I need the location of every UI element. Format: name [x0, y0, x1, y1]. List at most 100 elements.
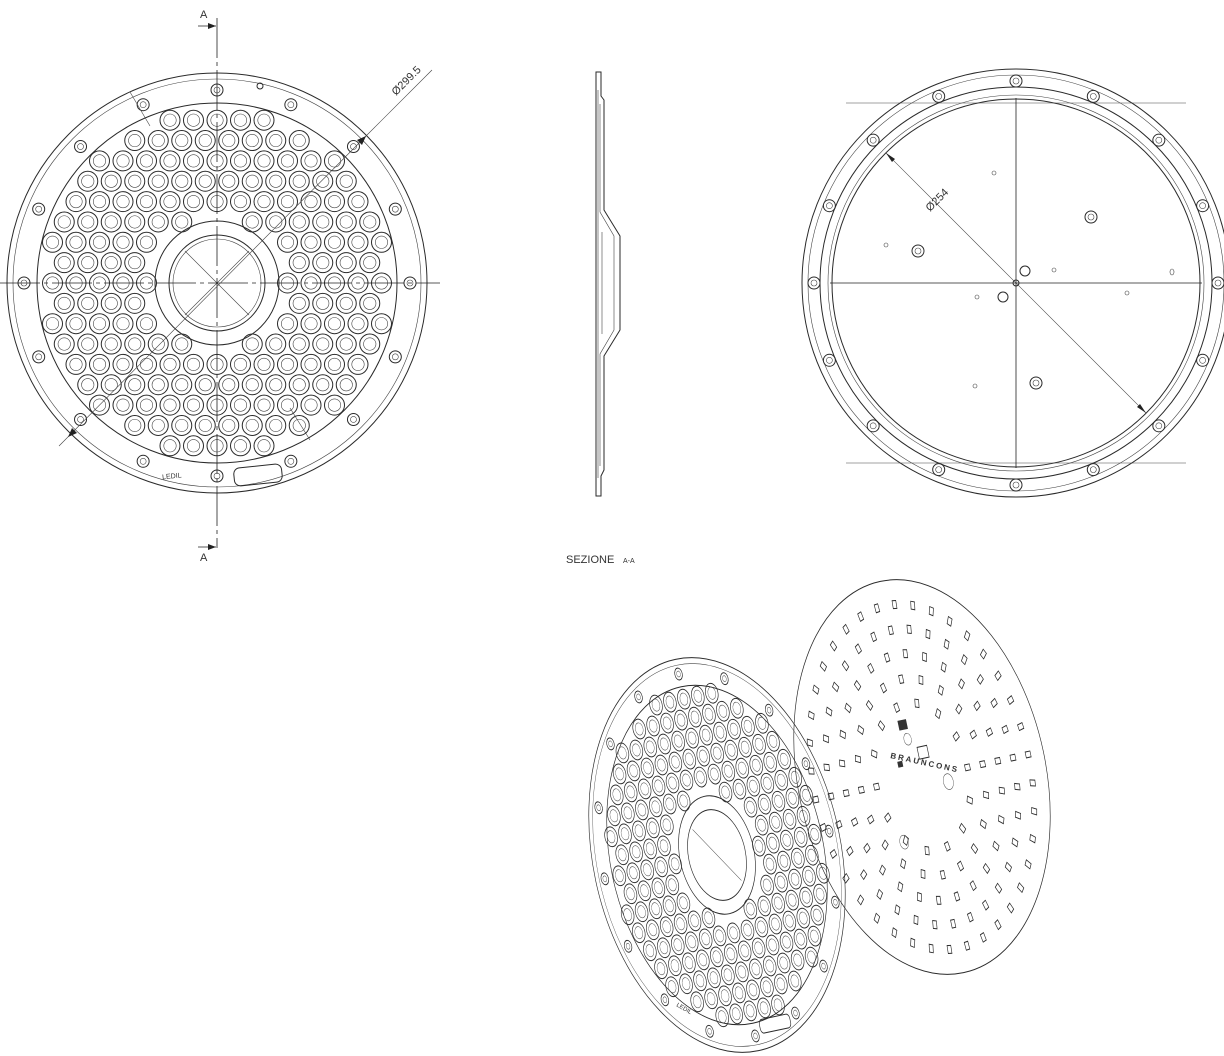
back-small-hole — [991, 170, 997, 176]
back-mount-hole-inner — [1090, 93, 1097, 100]
front-lens-inner — [327, 195, 341, 209]
front-lens-inner — [104, 337, 118, 351]
iso-lens-inner — [679, 692, 689, 706]
front-lens — [100, 211, 122, 233]
iso-lens — [682, 952, 696, 974]
pcb-led-pad — [917, 891, 922, 903]
iso-lens — [732, 982, 746, 1004]
front-lens-inner — [69, 357, 83, 371]
iso-lens-inner — [623, 806, 633, 820]
back-small-hole — [1051, 267, 1057, 273]
iso-lens-inner — [807, 848, 816, 862]
iso-lens — [677, 688, 691, 710]
iso-lens-inner — [648, 821, 658, 835]
front-lens-inner — [81, 256, 95, 270]
iso-plate-rim — [588, 657, 846, 1053]
iso-lens — [618, 823, 632, 845]
section-profile-outer — [595, 71, 621, 497]
iso-mount-hole — [791, 1006, 800, 1020]
front-lens-inner — [269, 418, 283, 432]
iso-lens — [646, 817, 660, 839]
iso-lens-inner — [791, 770, 800, 784]
iso-lens — [710, 742, 724, 764]
front-mount-hole — [32, 350, 46, 364]
pcb-led-pad — [985, 727, 994, 737]
iso-lens-inner — [693, 995, 702, 1009]
front-lens — [89, 231, 110, 253]
front-lens-inner — [280, 235, 294, 249]
pcb-led-pad — [924, 845, 930, 856]
iso-lens — [793, 928, 808, 950]
iso-lens-inner — [799, 809, 808, 823]
pcb-led-pad — [829, 848, 838, 859]
iso-lens-inner — [651, 902, 660, 916]
pcb-led-pad — [857, 894, 865, 906]
front-lens-inner — [280, 154, 294, 168]
iso-lens-inner — [768, 836, 777, 850]
front-lens-inner — [327, 398, 341, 412]
front-lens-inner — [234, 154, 248, 168]
front-lens — [241, 333, 263, 355]
pcb-led-pad — [963, 940, 971, 951]
iso-lens-inner — [768, 734, 778, 748]
pcb-led-pad — [958, 678, 965, 690]
back-boss — [911, 244, 925, 258]
iso-lens-inner — [760, 797, 769, 811]
iso-lens — [648, 898, 663, 920]
iso-lens — [766, 832, 780, 854]
iso-lens — [607, 805, 621, 827]
front-lens — [230, 109, 251, 131]
front-lens-inner — [69, 195, 83, 209]
front-mount-hole-inner — [139, 458, 147, 465]
front-lens — [136, 313, 157, 335]
iso-lens — [752, 835, 766, 857]
pcb-led-pad — [853, 679, 862, 692]
iso-lens-inner — [752, 758, 761, 772]
iso-center-ring — [678, 795, 756, 915]
front-lens-inner — [104, 296, 118, 310]
front-lens — [253, 109, 275, 131]
iso-lens — [779, 931, 794, 953]
front-lens-inner — [245, 418, 259, 432]
pcb-led-pad — [918, 674, 924, 685]
iso-lens — [754, 814, 769, 836]
iso-lens — [676, 790, 691, 812]
iso-lens — [659, 916, 674, 938]
front-lens — [324, 394, 345, 416]
front-lens — [194, 414, 216, 436]
front-lens-inner — [175, 337, 189, 351]
iso-lens-inner — [637, 803, 646, 817]
pcb-led-pad — [876, 888, 884, 901]
pcb-led-pad — [935, 708, 942, 720]
iso-mount-hole — [674, 667, 683, 681]
iso-lens — [790, 949, 805, 971]
front-lens-inner — [116, 317, 130, 331]
iso-lens-inner — [746, 800, 755, 814]
pcb-led-pad — [946, 615, 953, 627]
pcb-led-pad — [969, 729, 977, 740]
front-lens-inner — [222, 174, 236, 188]
back-hole — [997, 291, 1009, 303]
front-lens-inner — [187, 398, 201, 412]
iso-lens-inner — [723, 968, 733, 982]
iso-lens-inner — [751, 962, 760, 976]
iso-lens — [710, 946, 724, 968]
pcb-led-pad — [913, 914, 919, 926]
pcb-led-pad — [842, 789, 850, 798]
pcb-led-pad — [979, 760, 987, 769]
iso-lens — [776, 952, 791, 974]
iso-lens-inner — [732, 701, 741, 715]
front-lens — [335, 170, 357, 192]
front-lens — [218, 374, 240, 396]
iso-lens-inner — [788, 893, 797, 907]
front-lens-inner — [140, 154, 154, 168]
front-lens — [136, 191, 157, 213]
iso-lens-inner — [674, 734, 683, 748]
front-lens — [53, 292, 75, 314]
iso-lens-inner — [648, 719, 658, 733]
iso-lens-inner — [673, 938, 682, 952]
iso-lens-inner — [654, 881, 663, 895]
iso-lens-inner — [737, 965, 747, 979]
front-lens — [65, 231, 87, 253]
front-lens-inner — [163, 195, 177, 209]
